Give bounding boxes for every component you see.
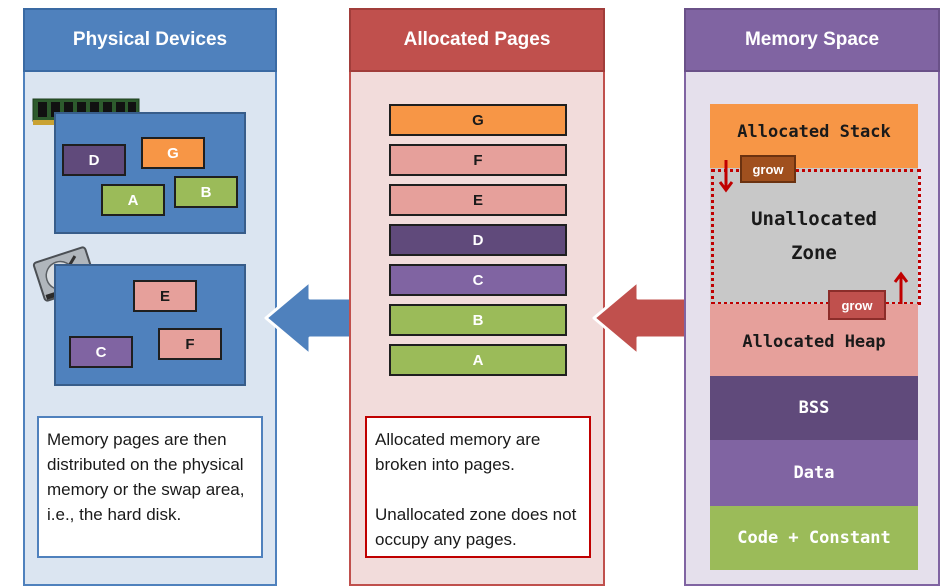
- physical-note: Memory pages are then distributed on the…: [37, 416, 263, 558]
- bss-segment: BSS: [710, 376, 918, 440]
- page-g: G: [389, 104, 567, 136]
- heap-grow-up-arrow-icon: [893, 271, 909, 304]
- ram-page-g: G: [141, 137, 205, 169]
- page-a: A: [389, 344, 567, 376]
- pages-note-line-2: Unallocated zone does not occupy any pag…: [375, 505, 577, 549]
- code-constant-segment: Code + Constant: [710, 506, 918, 570]
- ram-page-b: B: [174, 176, 238, 208]
- unallocated-zone-outline: [711, 169, 921, 305]
- ram-page-d: D: [62, 144, 126, 176]
- pages-note-line-1: Allocated memory are broken into pages.: [375, 430, 541, 474]
- heap-grow-label: grow: [828, 290, 886, 320]
- page-f: F: [389, 144, 567, 176]
- data-segment: Data: [710, 440, 918, 506]
- allocated-pages-title: Allocated Pages: [349, 8, 605, 72]
- stack-grow-down-arrow-icon: [718, 160, 734, 193]
- unallocated-zone-segment: Unallocated Zone: [710, 168, 918, 304]
- disk-page-f: F: [158, 328, 222, 360]
- page-c: C: [389, 264, 567, 296]
- disk-page-c: C: [69, 336, 133, 368]
- left-arrow-red: [592, 279, 698, 357]
- physical-devices-title: Physical Devices: [23, 8, 277, 72]
- disk-page-e: E: [133, 280, 197, 312]
- allocated-heap-segment: Allocated Heap: [710, 304, 918, 376]
- ram-page-a: A: [101, 184, 165, 216]
- page-e: E: [389, 184, 567, 216]
- page-b: B: [389, 304, 567, 336]
- memory-space-title: Memory Space: [684, 8, 940, 72]
- stack-grow-label: grow: [740, 155, 796, 183]
- page-d: D: [389, 224, 567, 256]
- pages-note: Allocated memory are broken into pages. …: [365, 416, 591, 558]
